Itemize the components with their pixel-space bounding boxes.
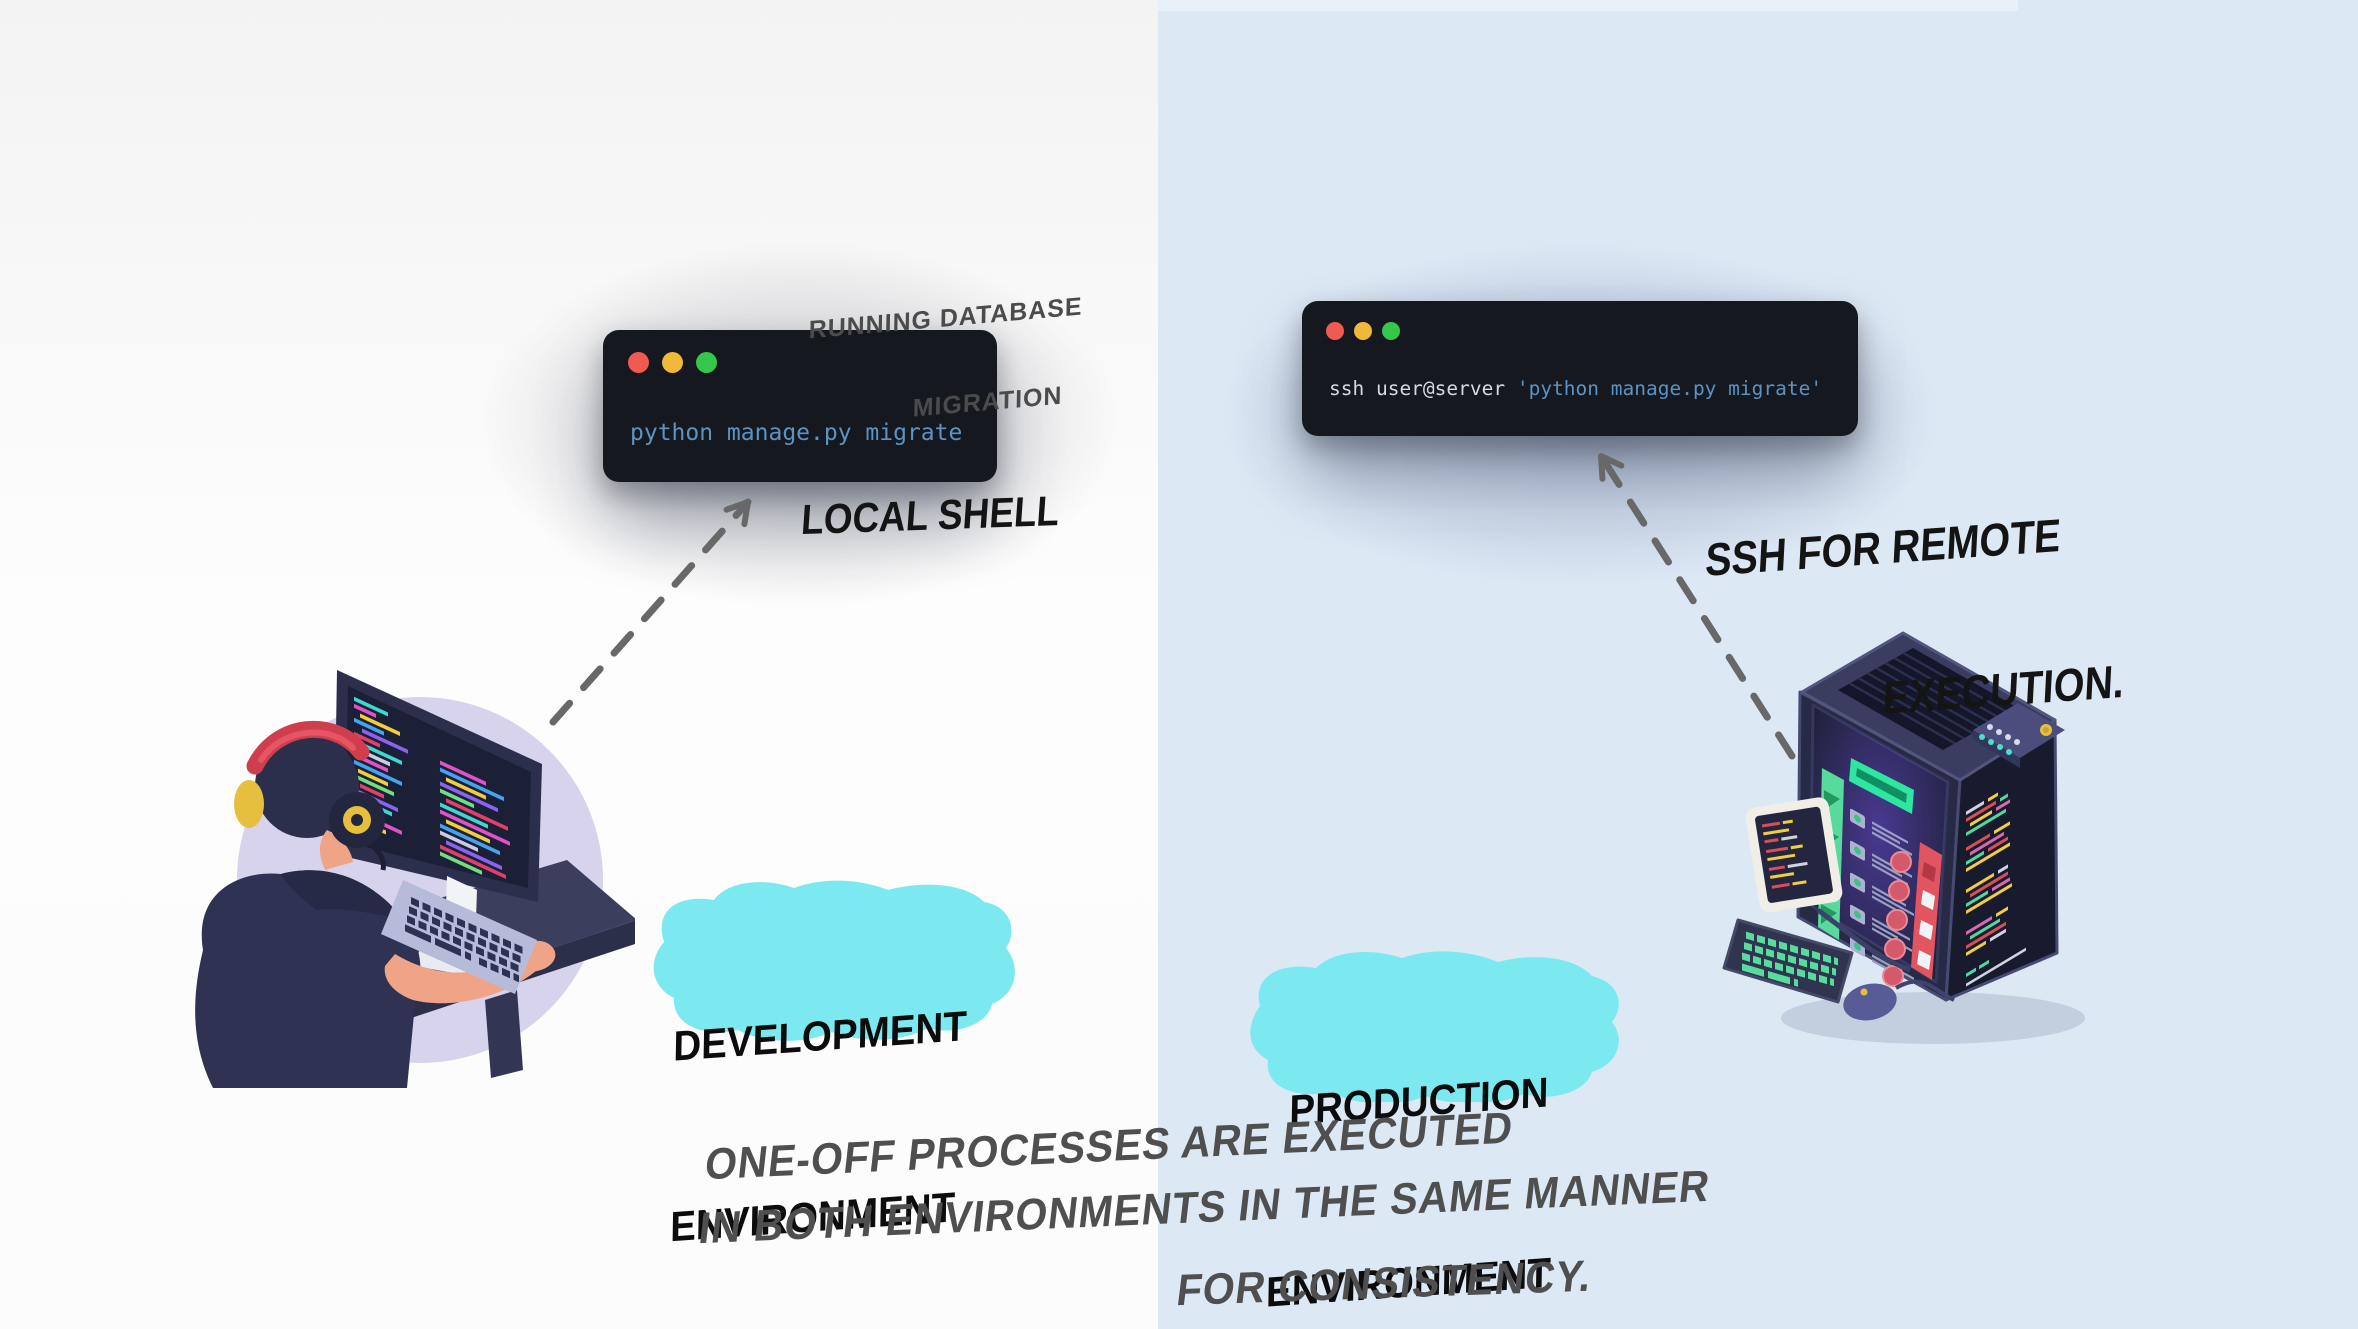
developer-workstation-illustration	[195, 670, 635, 1088]
admin-monitor-code	[1761, 819, 1808, 889]
traffic-light-green-icon	[696, 352, 717, 373]
mic-boom	[369, 842, 386, 871]
traffic-light-yellow-icon	[662, 352, 683, 373]
red-stripe	[1911, 842, 1942, 980]
top-vent	[1838, 648, 2018, 750]
developer-person	[195, 720, 556, 1088]
arm	[384, 948, 537, 1004]
dev-terminal-command: python manage.py migrate	[630, 420, 963, 446]
server-tower	[1796, 631, 2065, 1002]
consistency-note-line3: FOR CONSISTENCY.	[1173, 1251, 1595, 1316]
dev-terminal-window: python manage.py migrate	[603, 330, 997, 482]
ssh-annotation-line1: SSH FOR REMOTE	[1704, 508, 2062, 586]
migration-annotation: RUNNING DATABASE MIGRATION	[806, 234, 1084, 491]
ssh-annotation-line2: EXECUTION.	[1881, 654, 2126, 724]
ssh-annotation: SSH FOR REMOTE EXECUTION.	[1691, 404, 2139, 836]
traffic-light-red-icon	[628, 352, 649, 373]
window-controls	[628, 352, 717, 373]
monitor-cable	[1816, 908, 1911, 973]
traffic-light-yellow-icon	[1354, 322, 1372, 340]
migration-annotation-line1: RUNNING DATABASE	[808, 292, 1083, 345]
server-keyboard	[1722, 918, 1854, 1004]
production-environment-label: PRODUCTION ENVIRONMENT	[1230, 944, 1630, 1316]
highlight-blob	[653, 880, 1015, 1041]
ssh-command-plain: ssh user@server	[1329, 377, 1517, 400]
keyboard	[381, 880, 537, 994]
ssh-command-quoted: 'python manage.py migrate'	[1516, 377, 1823, 400]
migration-annotation-line2: MIGRATION	[912, 381, 1063, 423]
status-buttons	[1882, 851, 1912, 987]
traffic-light-green-icon	[1382, 322, 1400, 340]
local-shell-label: LOCAL SHELL	[799, 486, 1061, 544]
headphone-left-cup	[234, 780, 264, 828]
control-panel	[1973, 703, 2065, 768]
admin-monitor	[1745, 797, 1843, 913]
window-controls	[1326, 322, 1400, 340]
traffic-light-red-icon	[1326, 322, 1344, 340]
consistency-note: ONE-OFF PROCESSES ARE EXECUTED IN BOTH E…	[696, 1103, 1790, 1316]
production-panel-top-highlight	[1158, 0, 2018, 11]
server-rack-illustration	[1722, 631, 2085, 1044]
prod-terminal-window: ssh user@server 'python manage.py migrat…	[1302, 301, 1858, 436]
env-label-line1: DEVELOPMENT	[672, 1001, 968, 1070]
highlight-blob	[1250, 951, 1619, 1102]
side-code-lines	[1966, 792, 2026, 987]
prod-terminal-command: ssh user@server 'python manage.py migrat…	[1329, 377, 1822, 400]
mouse	[1843, 979, 1955, 1021]
development-environment-label: DEVELOPMENT ENVIRONMENT	[636, 872, 1018, 1250]
